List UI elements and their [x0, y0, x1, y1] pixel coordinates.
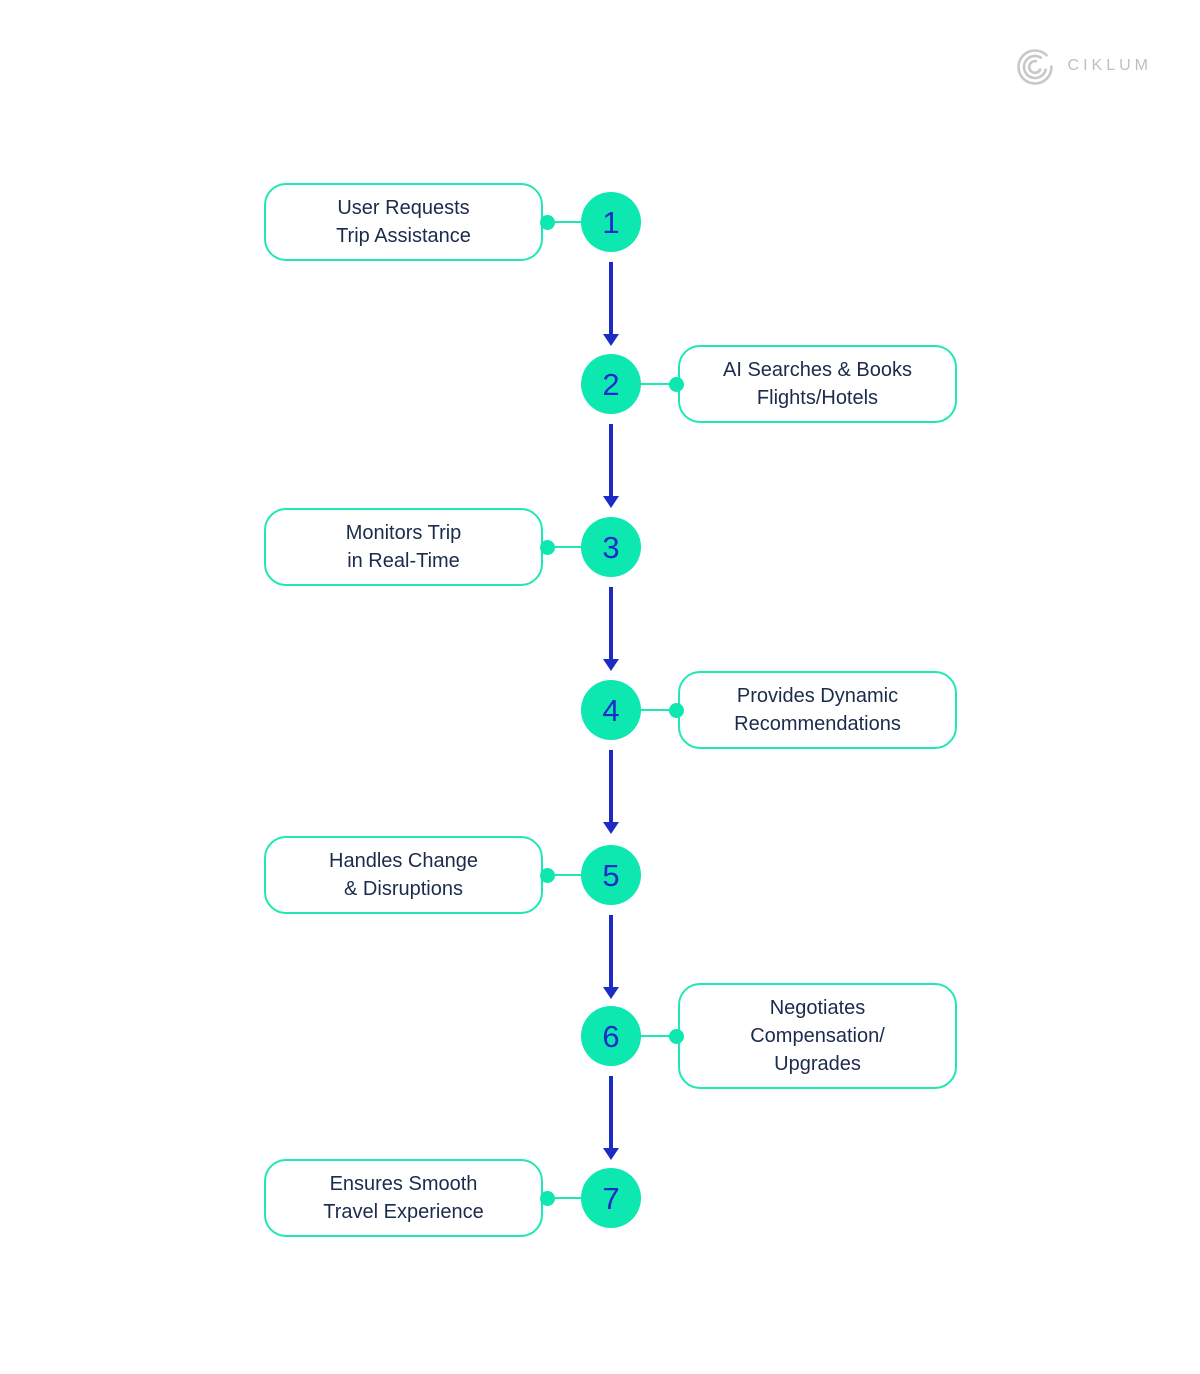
- step-connector-dot: [540, 214, 555, 230]
- step-number-circle: 1: [581, 192, 641, 252]
- arrow-shaft: [609, 262, 613, 334]
- step-number-circle: 6: [581, 1006, 641, 1066]
- step-number-circle: 7: [581, 1168, 641, 1228]
- step-label: Monitors Trip in Real-Time: [345, 522, 462, 572]
- step-number-circle: 4: [581, 680, 641, 740]
- step-label-box: Provides Dynamic Recommendations: [678, 671, 957, 749]
- step-label: User Requests Trip Assistance: [336, 197, 471, 247]
- step-label-box: Monitors Trip in Real-Time: [264, 508, 543, 586]
- step-connector-dot: [669, 376, 684, 392]
- arrow-head-icon: [603, 659, 619, 671]
- step-number: 1: [602, 204, 620, 240]
- arrow-head-icon: [603, 987, 619, 999]
- flow-arrow-down-4: [603, 750, 619, 834]
- step-connector-line: [545, 220, 585, 224]
- flow-arrow-down-3: [603, 587, 619, 671]
- step-connector-dot: [540, 1190, 555, 1206]
- step-label: Ensures Smooth Travel Experience: [323, 1173, 484, 1223]
- step-number-circle: 3: [581, 517, 641, 577]
- arrow-head-icon: [603, 822, 619, 834]
- step-connector-line: [637, 708, 681, 712]
- arrow-shaft: [609, 587, 613, 659]
- step-label-box: Ensures Smooth Travel Experience: [264, 1159, 543, 1237]
- arrow-head-icon: [603, 496, 619, 508]
- step-label: Negotiates Compensation/ Upgrades: [750, 997, 885, 1075]
- arrow-shaft: [609, 1076, 613, 1148]
- step-connector-line: [545, 1196, 585, 1200]
- step-label-box: Negotiates Compensation/ Upgrades: [678, 983, 957, 1089]
- step-connector-dot: [669, 1028, 684, 1044]
- step-connector-line: [637, 1034, 681, 1038]
- step-number: 5: [602, 857, 620, 893]
- step-connector-line: [545, 873, 585, 877]
- step-label: Handles Change & Disruptions: [329, 850, 478, 900]
- arrow-head-icon: [603, 334, 619, 346]
- step-label: AI Searches & Books Flights/Hotels: [723, 359, 912, 409]
- arrow-shaft: [609, 750, 613, 822]
- brand-logo: CIKLUM: [1016, 44, 1152, 88]
- step-number: 7: [602, 1180, 620, 1216]
- step-number-circle: 5: [581, 845, 641, 905]
- step-connector-line: [637, 382, 681, 386]
- flow-arrow-down-2: [603, 424, 619, 508]
- flow-arrow-down-5: [603, 915, 619, 999]
- flow-arrow-down-1: [603, 262, 619, 346]
- step-number: 4: [602, 692, 620, 728]
- arrow-shaft: [609, 915, 613, 987]
- step-label-box: AI Searches & Books Flights/Hotels: [678, 345, 957, 423]
- step-label-box: User Requests Trip Assistance: [264, 183, 543, 261]
- step-connector-dot: [540, 539, 555, 555]
- step-number: 3: [602, 529, 620, 565]
- step-connector-dot: [669, 702, 684, 718]
- brand-name: CIKLUM: [1067, 57, 1152, 74]
- step-label-box: Handles Change & Disruptions: [264, 836, 543, 914]
- arrow-shaft: [609, 424, 613, 496]
- ciklum-arcs-logo-icon: [1016, 49, 1053, 85]
- step-number-circle: 2: [581, 354, 641, 414]
- flow-arrow-down-6: [603, 1076, 619, 1160]
- step-label: Provides Dynamic Recommendations: [734, 685, 901, 735]
- step-connector-line: [545, 545, 585, 549]
- arrow-head-icon: [603, 1148, 619, 1160]
- step-number: 2: [602, 366, 620, 402]
- step-number: 6: [602, 1018, 620, 1054]
- step-connector-dot: [540, 867, 555, 883]
